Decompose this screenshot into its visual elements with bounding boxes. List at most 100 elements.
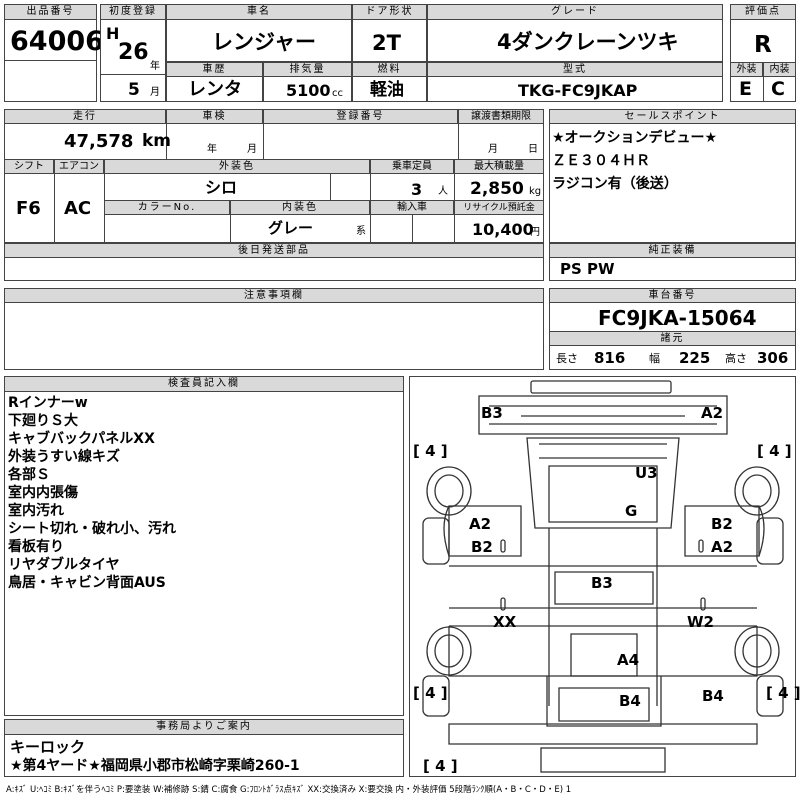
load-label: 最大積載量 [454, 159, 544, 174]
damage-label: B3 [481, 404, 503, 422]
interior-color: グレー [268, 219, 314, 237]
inspector-note: 鳥居・キャビン背面AUS [8, 575, 166, 591]
color: シロ [205, 178, 238, 197]
height: 306 [757, 349, 789, 367]
sales-line-2: ＺＥ３０４ＨＲ [552, 153, 650, 169]
import-label: 輸入車 [370, 200, 454, 215]
color-label: 外装色 [104, 159, 370, 174]
caution-label: 注意事項欄 [4, 288, 544, 303]
displacement: 5100 [286, 81, 331, 100]
first-reg-label: 初度登録 [100, 4, 166, 20]
inspector-note: 下廻りＳ大 [8, 413, 78, 429]
inspector-note: 看板有り [8, 539, 64, 555]
model-label: 型式 [427, 62, 723, 77]
int-grade: C [771, 78, 785, 100]
dims-label: 諸元 [549, 331, 796, 346]
intcolor-unit: 系 [356, 226, 366, 237]
damage-diagram-box [409, 376, 796, 777]
colorno-label: カラーNo. [104, 200, 230, 215]
door-type: 2T [372, 31, 401, 55]
door-label: ドア形状 [352, 4, 427, 20]
truck-diagram: [ 4 ] [ 4 ] [ 4 ] [ 4 ] [ 4 ] B3 A2 U3 G… [413, 380, 800, 775]
inspector-note: 室内内張傷 [8, 485, 78, 501]
capacity-unit: 人 [438, 186, 448, 197]
damage-label: A2 [711, 538, 733, 556]
disp-unit: cc [332, 88, 343, 99]
grade: 4ダンクレーンツキ [497, 30, 679, 54]
damage-label: A2 [701, 404, 723, 422]
era: H [106, 24, 120, 43]
first-reg-box [100, 4, 166, 102]
shift-label: シフト [4, 159, 54, 174]
inspector-note: キャブバックパネルXX [8, 431, 155, 447]
int-label: 内装 [763, 62, 796, 77]
inspector-note: 外装うすい線キズ [8, 449, 120, 465]
ext-label: 外装 [730, 62, 763, 77]
tire-mark-front-right: [ 4 ] [757, 442, 792, 460]
disp-label: 排気量 [263, 62, 352, 77]
recycle-label: リサイクル預託金 [454, 200, 544, 215]
damage-label: W2 [687, 613, 714, 631]
inspect-label: 車検 [166, 109, 263, 124]
reg-year: 26 [118, 40, 149, 65]
width: 225 [679, 349, 711, 367]
shift: F6 [16, 198, 41, 219]
tire-mark-front-left: [ 4 ] [413, 442, 448, 460]
width-label: 幅 [649, 352, 660, 365]
year-unit: 年 [150, 61, 160, 72]
name-label: 車名 [166, 4, 352, 20]
tire-mark-rear-right: [ 4 ] [766, 684, 800, 702]
inspector-box [4, 376, 404, 716]
damage-label: G [625, 502, 637, 520]
transfer-label: 譲渡書類期限 [458, 109, 544, 124]
sales-point-label: セールスポイント [549, 109, 796, 124]
damage-label: B2 [471, 538, 493, 556]
capacity-label: 乗車定員 [370, 159, 454, 174]
height-label: 高さ [725, 352, 747, 365]
damage-label: B4 [619, 692, 641, 710]
damage-label: B2 [711, 515, 733, 533]
fuel: 軽油 [370, 80, 404, 100]
inspector-notes: Rインナーw 下廻りＳ大 キャブバックパネルXX 外装うすい線キズ 各部Ｓ 室内… [8, 394, 176, 592]
recycle-fee: 10,400 [472, 220, 534, 239]
transfer-day-unit: 日 [528, 144, 538, 155]
model-code: TKG-FC9JKAP [518, 81, 638, 100]
inspect-year-unit: 年 [207, 144, 217, 155]
sales-line-1: ★オークションデビュー★ [552, 130, 718, 146]
office-label: 事務局よりご案内 [4, 719, 404, 735]
lot-section [4, 4, 97, 102]
inspector-note: リヤダブルタイヤ [8, 557, 120, 573]
inspector-label: 検査員記入欄 [4, 376, 404, 392]
load-unit: kg [529, 186, 542, 197]
ext-grade: E [739, 78, 752, 100]
length: 816 [594, 349, 626, 367]
intcolor-label: 内装色 [230, 200, 370, 215]
damage-label: XX [493, 613, 517, 631]
mileage-unit: km [142, 131, 172, 151]
history: レンタ [188, 79, 242, 100]
capacity: 3 [411, 180, 423, 199]
fuel-label: 燃料 [352, 62, 427, 77]
tire-mark-rear-left: [ 4 ] [413, 684, 448, 702]
tire-mark-spare: [ 4 ] [423, 757, 458, 775]
score: R [754, 32, 772, 58]
damage-label: B3 [591, 574, 613, 592]
office-line-2: ★第4ヤード★福岡県小郡市松崎字栗崎260-1 [10, 758, 300, 774]
damage-label: U3 [635, 464, 658, 482]
mileage-label: 走行 [4, 109, 166, 124]
inspector-note: Rインナーw [8, 395, 88, 411]
score-label: 評価点 [730, 4, 796, 20]
inspect-month-unit: 月 [247, 144, 257, 155]
legend: A:ｷｽﾞ U:ﾍｺﾐ B:ｷｽﾞを伴うﾍｺﾐ P:要塗装 W:補修跡 S:錆 … [6, 785, 572, 795]
damage-label: A2 [469, 515, 491, 533]
inspector-note: 各部Ｓ [8, 467, 50, 483]
ac: AC [64, 198, 92, 219]
damage-label: B4 [702, 687, 724, 705]
office-line-1: キーロック [10, 738, 86, 756]
car-name: レンジャー [212, 30, 316, 54]
reg-month: 5 [128, 80, 140, 100]
sales-point-box [549, 109, 796, 243]
transfer-month-unit: 月 [488, 144, 498, 155]
ac-label: エアコン [54, 159, 104, 174]
max-load: 2,850 [470, 179, 524, 199]
